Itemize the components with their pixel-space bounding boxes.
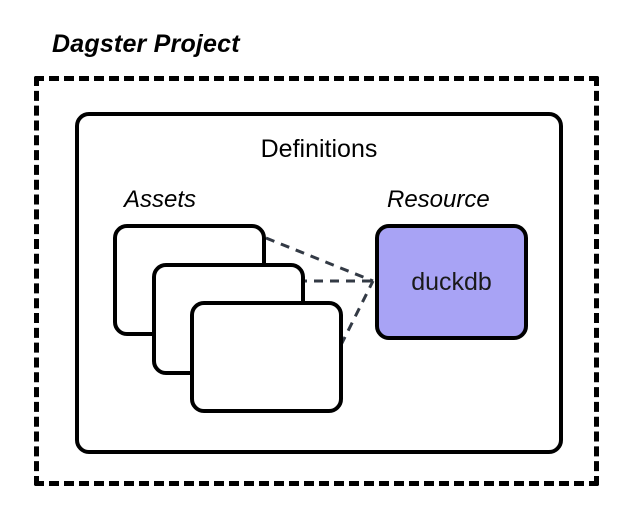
project-boundary [34, 76, 599, 486]
definitions-label: Definitions [260, 135, 378, 163]
resource-group-label: Resource [387, 186, 490, 213]
project-title: Dagster Project [52, 30, 240, 58]
assets-group-label: Assets [124, 186, 197, 213]
resource-name-label: duckdb [411, 267, 492, 296]
resource-duckdb-node[interactable]: duckdb [375, 224, 528, 340]
asset-card[interactable] [190, 301, 343, 413]
